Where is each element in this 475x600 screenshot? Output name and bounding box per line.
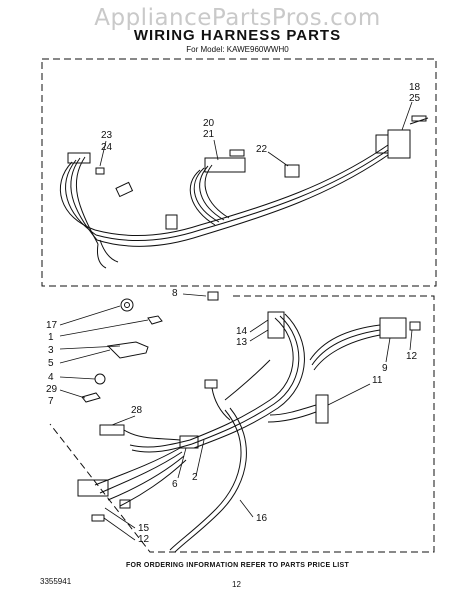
callout-3: 3	[48, 345, 54, 356]
callout-22: 22	[256, 144, 268, 155]
connector-23	[67, 152, 91, 164]
connector-11	[315, 394, 329, 424]
callout-20: 20	[203, 118, 215, 129]
page-number: 12	[232, 580, 241, 589]
callout-16: 16	[256, 513, 268, 524]
callout-7: 7	[48, 396, 54, 407]
leader-lines	[59, 101, 413, 541]
callout-17: 17	[46, 320, 58, 331]
model-line: For Model: KAWE960WWH0	[186, 45, 289, 54]
callout-9: 9	[382, 363, 388, 374]
callout-24: 24	[101, 142, 113, 153]
callout-15: 15	[138, 523, 150, 534]
callout-5: 5	[48, 358, 54, 369]
connector-6	[179, 435, 199, 449]
callout-28: 28	[131, 405, 143, 416]
document-number: 3355941	[40, 577, 72, 586]
lower-frame	[49, 295, 435, 553]
callout-29: 29	[46, 384, 58, 395]
callout-21: 21	[203, 129, 215, 140]
callout-12-upper: 12	[406, 351, 418, 362]
watermark: AppliancePartsPros.com	[94, 5, 381, 31]
callout-25: 25	[409, 93, 421, 104]
connector-28	[99, 424, 125, 436]
lower-harness	[77, 311, 421, 553]
connector-18	[387, 129, 411, 159]
connector-15	[77, 479, 109, 497]
callout-12-lower: 12	[138, 534, 150, 545]
callout-1: 1	[48, 332, 54, 343]
upper-frame	[41, 58, 437, 287]
callout-2: 2	[192, 472, 198, 483]
callout-6: 6	[172, 479, 178, 490]
callout-11: 11	[372, 375, 383, 386]
connector-14	[267, 311, 285, 339]
callout-18: 18	[409, 82, 421, 93]
callout-8: 8	[172, 288, 178, 299]
ordering-note: FOR ORDERING INFORMATION REFER TO PARTS …	[125, 562, 350, 569]
connector-9	[379, 317, 407, 339]
connector-20	[204, 157, 246, 173]
connector-22	[284, 164, 300, 178]
callout-13: 13	[236, 337, 248, 348]
callout-14: 14	[236, 326, 248, 337]
callout-23: 23	[101, 130, 113, 141]
upper-harness	[59, 115, 429, 269]
callout-4: 4	[48, 372, 54, 383]
page-title: WIRING HARNESS PARTS	[133, 27, 342, 44]
